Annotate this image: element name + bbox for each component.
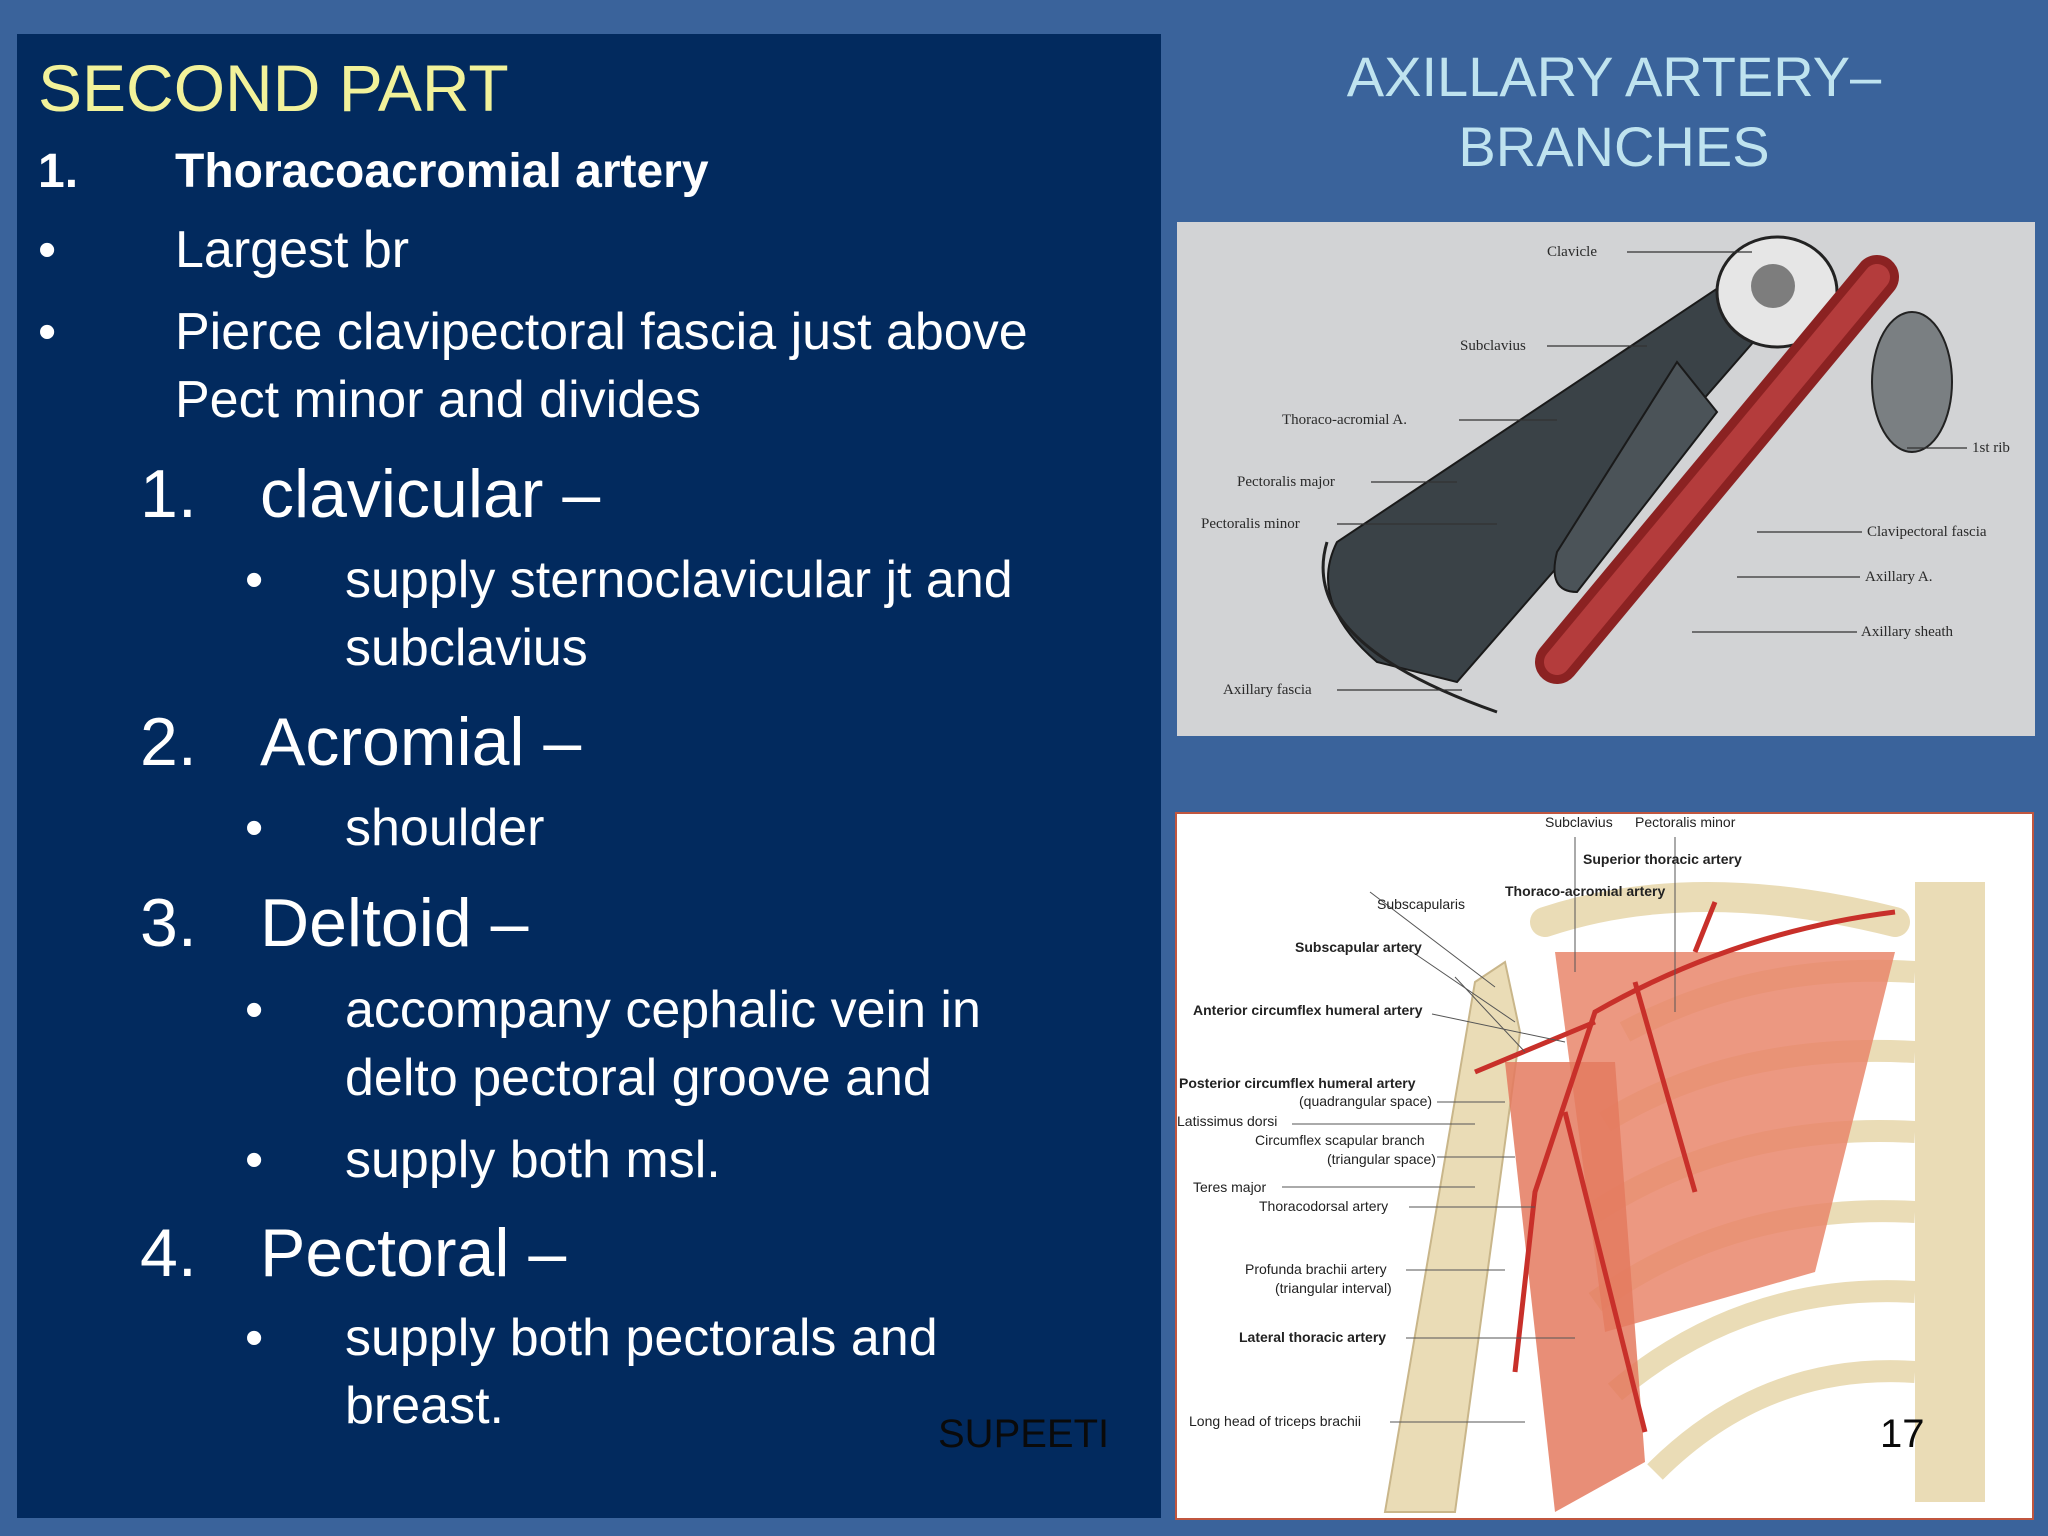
- slide-title: SECOND PART: [38, 51, 509, 125]
- branch-number: 1.: [140, 456, 197, 532]
- label-axillary-fascia: Axillary fascia: [1223, 682, 1312, 698]
- bullet-text: Largest br: [175, 221, 410, 279]
- label-subscapularis: Subscapularis: [1377, 896, 1465, 912]
- pectoralis-minor-shape: [1553, 360, 1719, 594]
- sub-bullet-text: breast.: [345, 1377, 504, 1435]
- sub-bullet-marker: •: [245, 1131, 264, 1189]
- label-long-head-triceps: Long head of triceps brachii: [1189, 1413, 1361, 1429]
- label-axillary-artery: Axillary A.: [1865, 569, 1933, 585]
- label-anterior-circumflex-humeral-artery: Anterior circumflex humeral artery: [1193, 1002, 1423, 1018]
- label-thoraco-acromial-artery: Thoraco-acromial artery: [1505, 883, 1665, 899]
- sub-bullet-text: supply sternoclavicular jt and: [345, 551, 1013, 609]
- label-lateral-thoracic-artery: Lateral thoracic artery: [1239, 1329, 1386, 1345]
- branch-name: clavicular –: [260, 456, 601, 532]
- arteries: [1474, 901, 1896, 1433]
- label-triangular-interval: (triangular interval): [1275, 1280, 1392, 1296]
- sub-bullet-text: subclavius: [345, 619, 588, 677]
- artery-heading-number: 1.: [38, 145, 79, 198]
- label-circumflex-scapular-branch: Circumflex scapular branch: [1255, 1132, 1425, 1148]
- branch-number: 3.: [140, 885, 197, 961]
- footer-author: SUPEETI: [938, 1412, 1110, 1456]
- label-subscapular-artery: Subscapular artery: [1295, 939, 1422, 955]
- label-axillary-sheath: Axillary sheath: [1861, 624, 1954, 640]
- leader-lines: [1282, 837, 1676, 1423]
- bullet-text: Pect minor and divides: [175, 371, 702, 429]
- label-clavipectoral-fascia: Clavipectoral fascia: [1867, 524, 1987, 540]
- sub-bullet-text: supply both msl.: [345, 1131, 721, 1189]
- sub-bullet-text: supply both pectorals and: [345, 1309, 938, 1367]
- label-pectoralis-minor: Pectoralis minor: [1635, 814, 1736, 830]
- artery-heading: Thoracoacromial artery: [175, 145, 709, 198]
- sub-bullet-text: delto pectoral groove and: [345, 1049, 932, 1107]
- sub-bullet-text: accompany cephalic vein in: [345, 981, 981, 1039]
- sub-bullet-marker: •: [245, 981, 264, 1039]
- sub-bullet-marker: •: [245, 551, 264, 609]
- label-posterior-circumflex-humeral-artery: Posterior circumflex humeral artery: [1179, 1075, 1416, 1091]
- clavicle-shape: [1530, 882, 1910, 937]
- branch-name: Acromial –: [260, 704, 582, 780]
- sub-bullet-text: shoulder: [345, 799, 545, 857]
- label-clavicle: Clavicle: [1547, 244, 1597, 260]
- label-teres-major: Teres major: [1193, 1179, 1266, 1195]
- sub-bullet-marker: •: [245, 1309, 264, 1367]
- bullet-marker: •: [38, 303, 57, 361]
- page-number: 17: [1880, 1412, 1925, 1456]
- clavicle-marrow: [1751, 264, 1795, 308]
- sub-bullet-marker: •: [245, 799, 264, 857]
- label-latissimus-dorsi: Latissimus dorsi: [1177, 1113, 1277, 1129]
- label-pectoralis-minor: Pectoralis minor: [1201, 516, 1300, 532]
- axillary-artery-highlight: [1544, 264, 1890, 675]
- bullet-text: Pierce clavipectoral fascia just above: [175, 303, 1028, 361]
- label-pectoralis-major: Pectoralis major: [1237, 474, 1335, 490]
- first-rib-shape: [1871, 311, 1953, 453]
- pectoralis-minor-muscle: [1555, 952, 1895, 1332]
- text-panel: [17, 34, 1161, 1518]
- label-thoracodorsal-artery: Thoracodorsal artery: [1259, 1198, 1388, 1214]
- branch-number: 4.: [140, 1215, 197, 1291]
- label-thoraco-acromial: Thoraco-acromial A.: [1282, 412, 1407, 428]
- right-title-line: AXILLARY ARTERY–: [1346, 45, 1882, 108]
- bullet-marker: •: [38, 221, 57, 279]
- label-subclavius: Subclavius: [1460, 338, 1526, 354]
- branch-name: Pectoral –: [260, 1215, 567, 1291]
- humerus-shape: [1383, 960, 1522, 1513]
- label-subclavius: Subclavius: [1545, 814, 1613, 830]
- spine-shape: [1915, 882, 1985, 1502]
- clavipectoral-diagram: Clavicle Subclavius Thoraco-acromial A. …: [1177, 222, 2035, 736]
- branch-name: Deltoid –: [260, 885, 529, 961]
- axillary-fascia-line: [1321, 541, 1498, 714]
- label-quadrangular-space: (quadrangular space): [1299, 1093, 1432, 1109]
- right-title-line: BRANCHES: [1458, 115, 1770, 178]
- label-triangular-space: (triangular space): [1327, 1151, 1436, 1167]
- label-profunda-brachii-artery: Profunda brachii artery: [1245, 1261, 1387, 1277]
- label-superior-thoracic-artery: Superior thoracic artery: [1583, 851, 1742, 867]
- label-first-rib: 1st rib: [1972, 440, 2010, 456]
- leader-lines: [1337, 251, 1967, 691]
- branch-number: 2.: [140, 704, 197, 780]
- right-title: AXILLARY ARTERY– BRANCHES: [1210, 42, 2018, 182]
- shoulder-arteries-diagram: Subclavius Pectoralis minor Superior tho…: [1175, 812, 2034, 1520]
